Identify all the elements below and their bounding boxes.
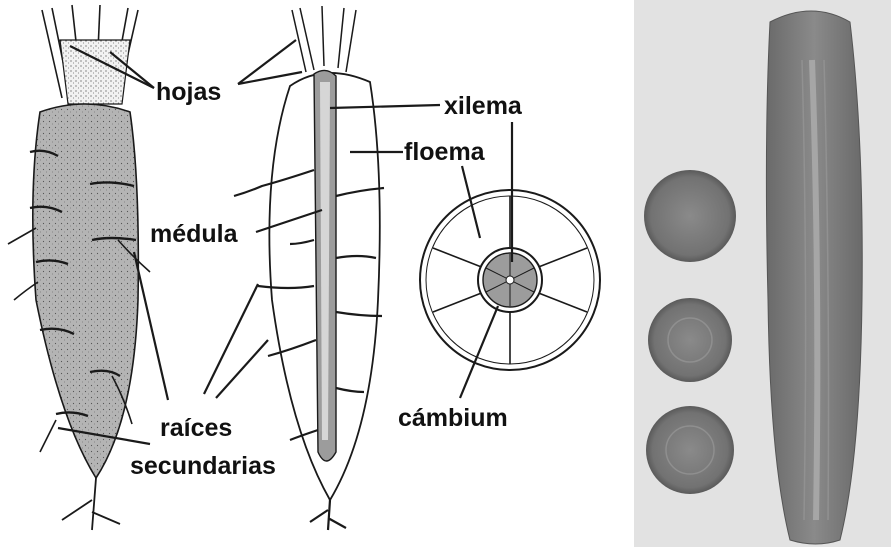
label-floema: floema [404,138,486,166]
section-leaf-stalks [292,6,356,72]
root-tail [62,478,120,530]
pith-center [506,276,514,284]
leaf-base [60,40,130,104]
label-secundarias: secundarias [130,452,276,480]
label-medula: médula [150,220,239,248]
carrot-photo [634,0,891,547]
carrot-drawing [8,5,150,530]
photo-slice-middle [648,298,732,382]
label-hojas: hojas [156,78,221,106]
label-cambium: cámbium [398,404,508,432]
carrot-cross-section [420,190,600,370]
label-raices: raíces [160,414,232,442]
photo-slice-top [644,170,736,262]
taproot-body [33,104,139,478]
photo-slice-bottom [646,406,734,494]
label-xilema: xilema [444,92,523,120]
